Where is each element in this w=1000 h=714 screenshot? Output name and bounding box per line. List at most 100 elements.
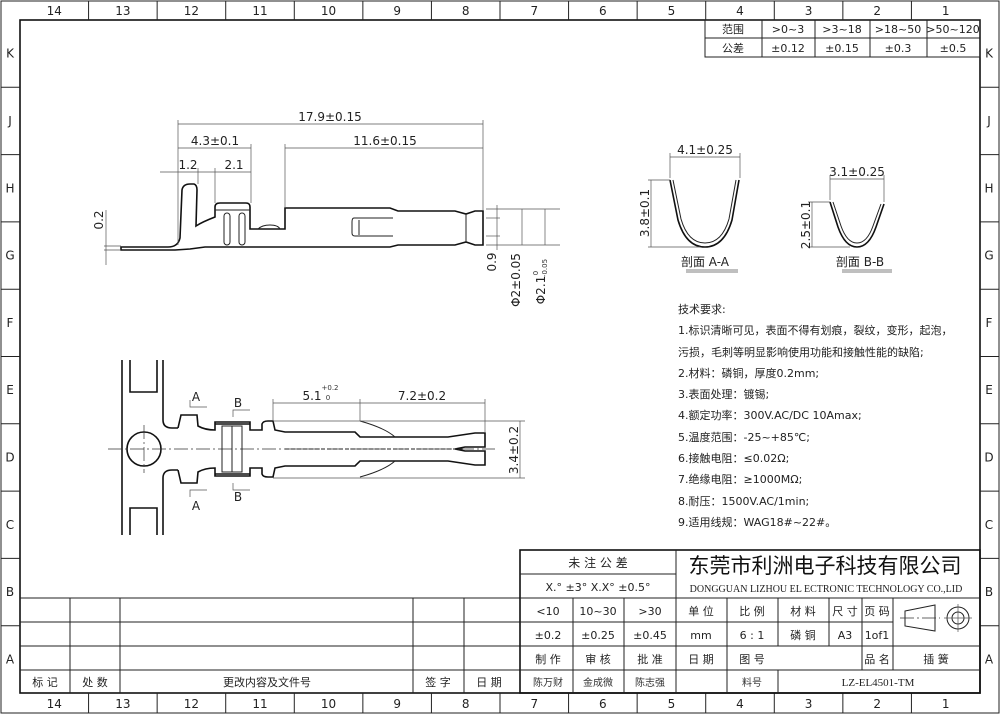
tol-value-1: ±0.12 <box>771 42 805 55</box>
role-maker: 制 作 <box>535 653 561 666</box>
row-label: B <box>985 585 993 599</box>
row-label: D <box>984 450 993 464</box>
row-label: A <box>985 652 994 666</box>
page-label: 页 码 <box>864 605 890 618</box>
rev-header-mark: 标 记 <box>32 675 58 689</box>
requirement-line: 6.接触电阻：≤0.02Ω; <box>678 451 789 465</box>
drawing-no-label: 图 号 <box>739 653 765 666</box>
page-value: 1of1 <box>865 629 890 642</box>
requirement-line: 污损，毛刺等明显影响使用功能和接触性能的缺陷; <box>678 345 924 359</box>
scale-label: 比 例 <box>739 604 765 618</box>
cut-marker-a-top: A <box>192 390 201 404</box>
row-label: H <box>5 181 14 195</box>
company-name-en: DONGGUAN LIZHOU EL ECTRONIC TECHNOLOGY C… <box>690 584 963 595</box>
row-label: E <box>6 383 14 397</box>
dim-body-upper: +0.2 <box>322 384 339 392</box>
column-label: 8 <box>462 4 470 18</box>
column-label: 1 <box>942 697 950 711</box>
column-label: 2 <box>873 4 881 18</box>
dim-diameter-2-lower: -0.05 <box>541 259 549 277</box>
dim-crimp-length: 4.3±0.1 <box>191 134 239 148</box>
row-label: E <box>985 383 993 397</box>
tol-value-3: ±0.3 <box>885 42 912 55</box>
column-label: 10 <box>321 697 336 711</box>
requirement-line: 7.绝缘电阻：≥1000MΩ; <box>678 472 802 486</box>
row-label: K <box>985 47 994 61</box>
projection-symbol-icon <box>900 604 972 632</box>
untoleranced-title: 未 注 公 差 <box>568 555 627 570</box>
row-label: C <box>6 518 14 532</box>
section-aa-width: 4.1±0.25 <box>677 143 733 157</box>
column-label: 1 <box>942 4 950 18</box>
range-tol-2: ±0.25 <box>581 629 615 642</box>
column-label: 9 <box>393 697 401 711</box>
range-2: 10~30 <box>579 605 616 618</box>
dim-body-lower: 0 <box>326 394 330 402</box>
row-label: F <box>7 316 14 330</box>
column-label: 12 <box>184 4 199 18</box>
requirement-line: 4.额定功率：300V.AC/DC 10Amax; <box>678 408 862 422</box>
range-tol-1: ±0.2 <box>535 629 562 642</box>
row-label: C <box>985 518 993 532</box>
section-bb-height: 2.5±0.1 <box>799 201 813 249</box>
row-label: H <box>984 181 993 195</box>
angle-tolerance: X.° ±3° X.X° ±0.5° <box>545 581 650 594</box>
technical-requirements: 技术要求: 1.标识清晰可见，表面不得有划痕，裂纹，变形，起泡， 污损，毛刺等明… <box>678 303 953 529</box>
section-bb-width: 3.1±0.25 <box>829 165 885 179</box>
section-bb-label: 剖面 B-B <box>836 255 884 269</box>
row-label: A <box>6 652 15 666</box>
material-label: 材 料 <box>790 604 816 618</box>
unit-label: 单 位 <box>688 604 714 618</box>
dim-tip-length: 7.2±0.2 <box>398 389 446 403</box>
person-reviewer: 金成微 <box>583 676 613 689</box>
section-b-b: 3.1±0.25 2.5±0.1 剖面 B-B <box>799 165 892 273</box>
column-label: 6 <box>599 4 607 18</box>
requirement-line: 8.耐压：1500V.AC/1min; <box>678 495 809 508</box>
column-label: 13 <box>115 4 130 18</box>
dim-2-1: 2.1 <box>224 158 243 172</box>
range-3: >30 <box>638 605 661 618</box>
tol-header-range: 范围 <box>722 22 744 36</box>
tol-value-label: 公差 <box>722 41 744 55</box>
part-no-value: LZ-EL4501-TM <box>842 677 915 689</box>
role-approver: 批 准 <box>637 652 663 666</box>
rev-header-content: 更改内容及文件号 <box>223 675 311 689</box>
dim-thickness: 0.2 <box>92 210 106 229</box>
row-label: K <box>6 47 15 61</box>
rev-header-signature: 签 字 <box>425 675 451 689</box>
column-label: 8 <box>462 697 470 711</box>
column-label: 4 <box>736 4 744 18</box>
row-label: J <box>7 114 12 128</box>
part-name-label: 品 名 <box>864 652 890 666</box>
tol-value-2: ±0.15 <box>825 42 859 55</box>
dim-diameter-2-upper: 0 <box>532 271 540 275</box>
column-label: 4 <box>736 697 744 711</box>
section-aa-height: 3.8±0.1 <box>638 189 652 237</box>
column-label: 14 <box>47 697 62 711</box>
row-label: F <box>986 316 993 330</box>
unit-value: mm <box>690 629 711 642</box>
column-label: 11 <box>252 697 267 711</box>
column-label: 7 <box>530 4 538 18</box>
tolerance-table: 范围 >0~3 >3~18 >18~50 >50~120 公差 ±0.12 ±0… <box>704 19 981 58</box>
requirement-line: 9.适用线规：WAG18#~22#。 <box>678 515 836 529</box>
tol-header-1: >0~3 <box>772 23 804 36</box>
requirement-line: 2.材料：磷铜，厚度0.2mm; <box>678 366 819 380</box>
row-label: G <box>984 249 993 263</box>
top-view: A A B B 5.1 +0.2 0 7.2±0.2 3.4±0.2 <box>108 360 525 535</box>
column-label: 11 <box>252 4 267 18</box>
revision-table: 标 记 处 数 更改内容及文件号 签 字 日 期 <box>20 597 520 693</box>
dim-slot: 0.9 <box>485 252 499 271</box>
title-block: 未 注 公 差 X.° ±3° X.X° ±0.5° <10 10~30 >30… <box>519 549 981 694</box>
column-label: 5 <box>668 4 676 18</box>
dim-width: 3.4±0.2 <box>507 426 521 474</box>
section-a-a: 4.1±0.25 3.8±0.1 剖面 A-A <box>638 143 741 273</box>
rev-header-date: 日 期 <box>476 676 502 689</box>
range-tol-3: ±0.45 <box>633 629 667 642</box>
range-1: <10 <box>536 605 559 618</box>
dim-overall-length: 17.9±0.15 <box>298 110 362 124</box>
requirement-line: 3.表面处理：镀锡; <box>678 387 769 401</box>
row-label: J <box>986 114 991 128</box>
